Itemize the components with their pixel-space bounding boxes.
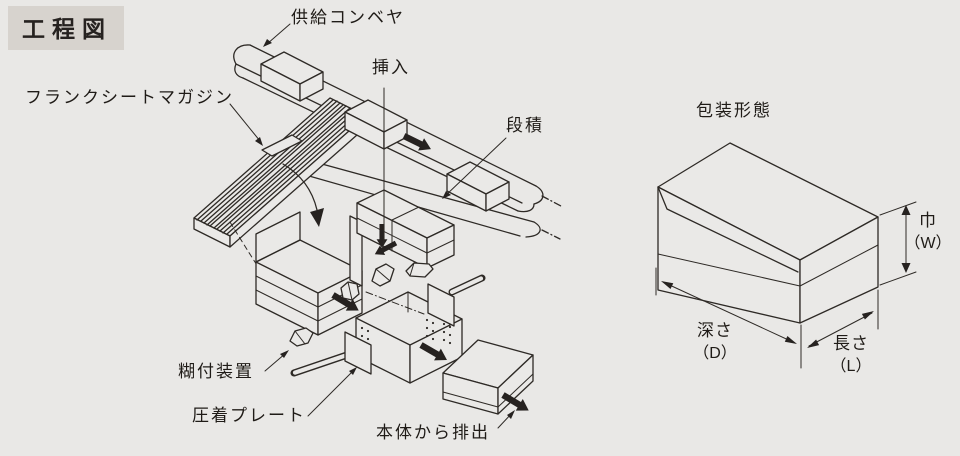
length-symbol: （L） xyxy=(830,357,872,375)
stacked-boxes xyxy=(356,189,455,269)
width-dimension-label: 巾 （W） xyxy=(893,210,960,255)
length-kanji: 長さ xyxy=(833,334,869,353)
conveyor-box xyxy=(344,99,408,150)
dimension-depth xyxy=(655,267,802,369)
glue-nozzle xyxy=(405,262,434,278)
package-box xyxy=(657,142,879,324)
supply-conveyor-label: 供給コンベヤ xyxy=(291,8,405,27)
wrap-flap-line xyxy=(657,186,799,273)
gluing-device-label: 糊付装置 xyxy=(178,362,254,381)
glue-nozzle xyxy=(289,327,314,347)
drop-arrow xyxy=(282,163,324,227)
width-kanji: 巾 xyxy=(919,211,937,230)
pressing-plate-label: 圧着プレート xyxy=(192,406,306,425)
sheet-stack-hatch xyxy=(196,99,364,235)
length-dimension-label: 長さ （L） xyxy=(816,333,886,378)
conveyor-box xyxy=(260,51,324,102)
blank-sheet-magazine xyxy=(193,97,367,248)
conveyor-box xyxy=(446,161,510,212)
stacking-label: 段積 xyxy=(506,116,544,135)
dimension-width xyxy=(879,201,917,286)
insertion-label: 挿入 xyxy=(372,58,410,77)
dimension-length xyxy=(807,289,879,348)
page-title: 工程図 xyxy=(8,6,124,50)
depth-kanji: 深さ xyxy=(697,321,733,340)
pressing-plate-right xyxy=(427,274,486,327)
glue-nozzle xyxy=(340,281,360,301)
blank-sheet-magazine-label: フランクシートマガジン xyxy=(25,88,234,107)
width-symbol: （W） xyxy=(904,234,952,252)
glue-nozzle xyxy=(371,263,395,287)
depth-dimension-label: 深さ （D） xyxy=(680,320,750,365)
package-form-title: 包装形態 xyxy=(696,101,772,120)
depth-symbol: （D） xyxy=(693,344,737,362)
discharge-label: 本体から排出 xyxy=(376,423,490,442)
pressing-plate-left xyxy=(290,331,372,377)
leader-lines xyxy=(229,23,515,429)
